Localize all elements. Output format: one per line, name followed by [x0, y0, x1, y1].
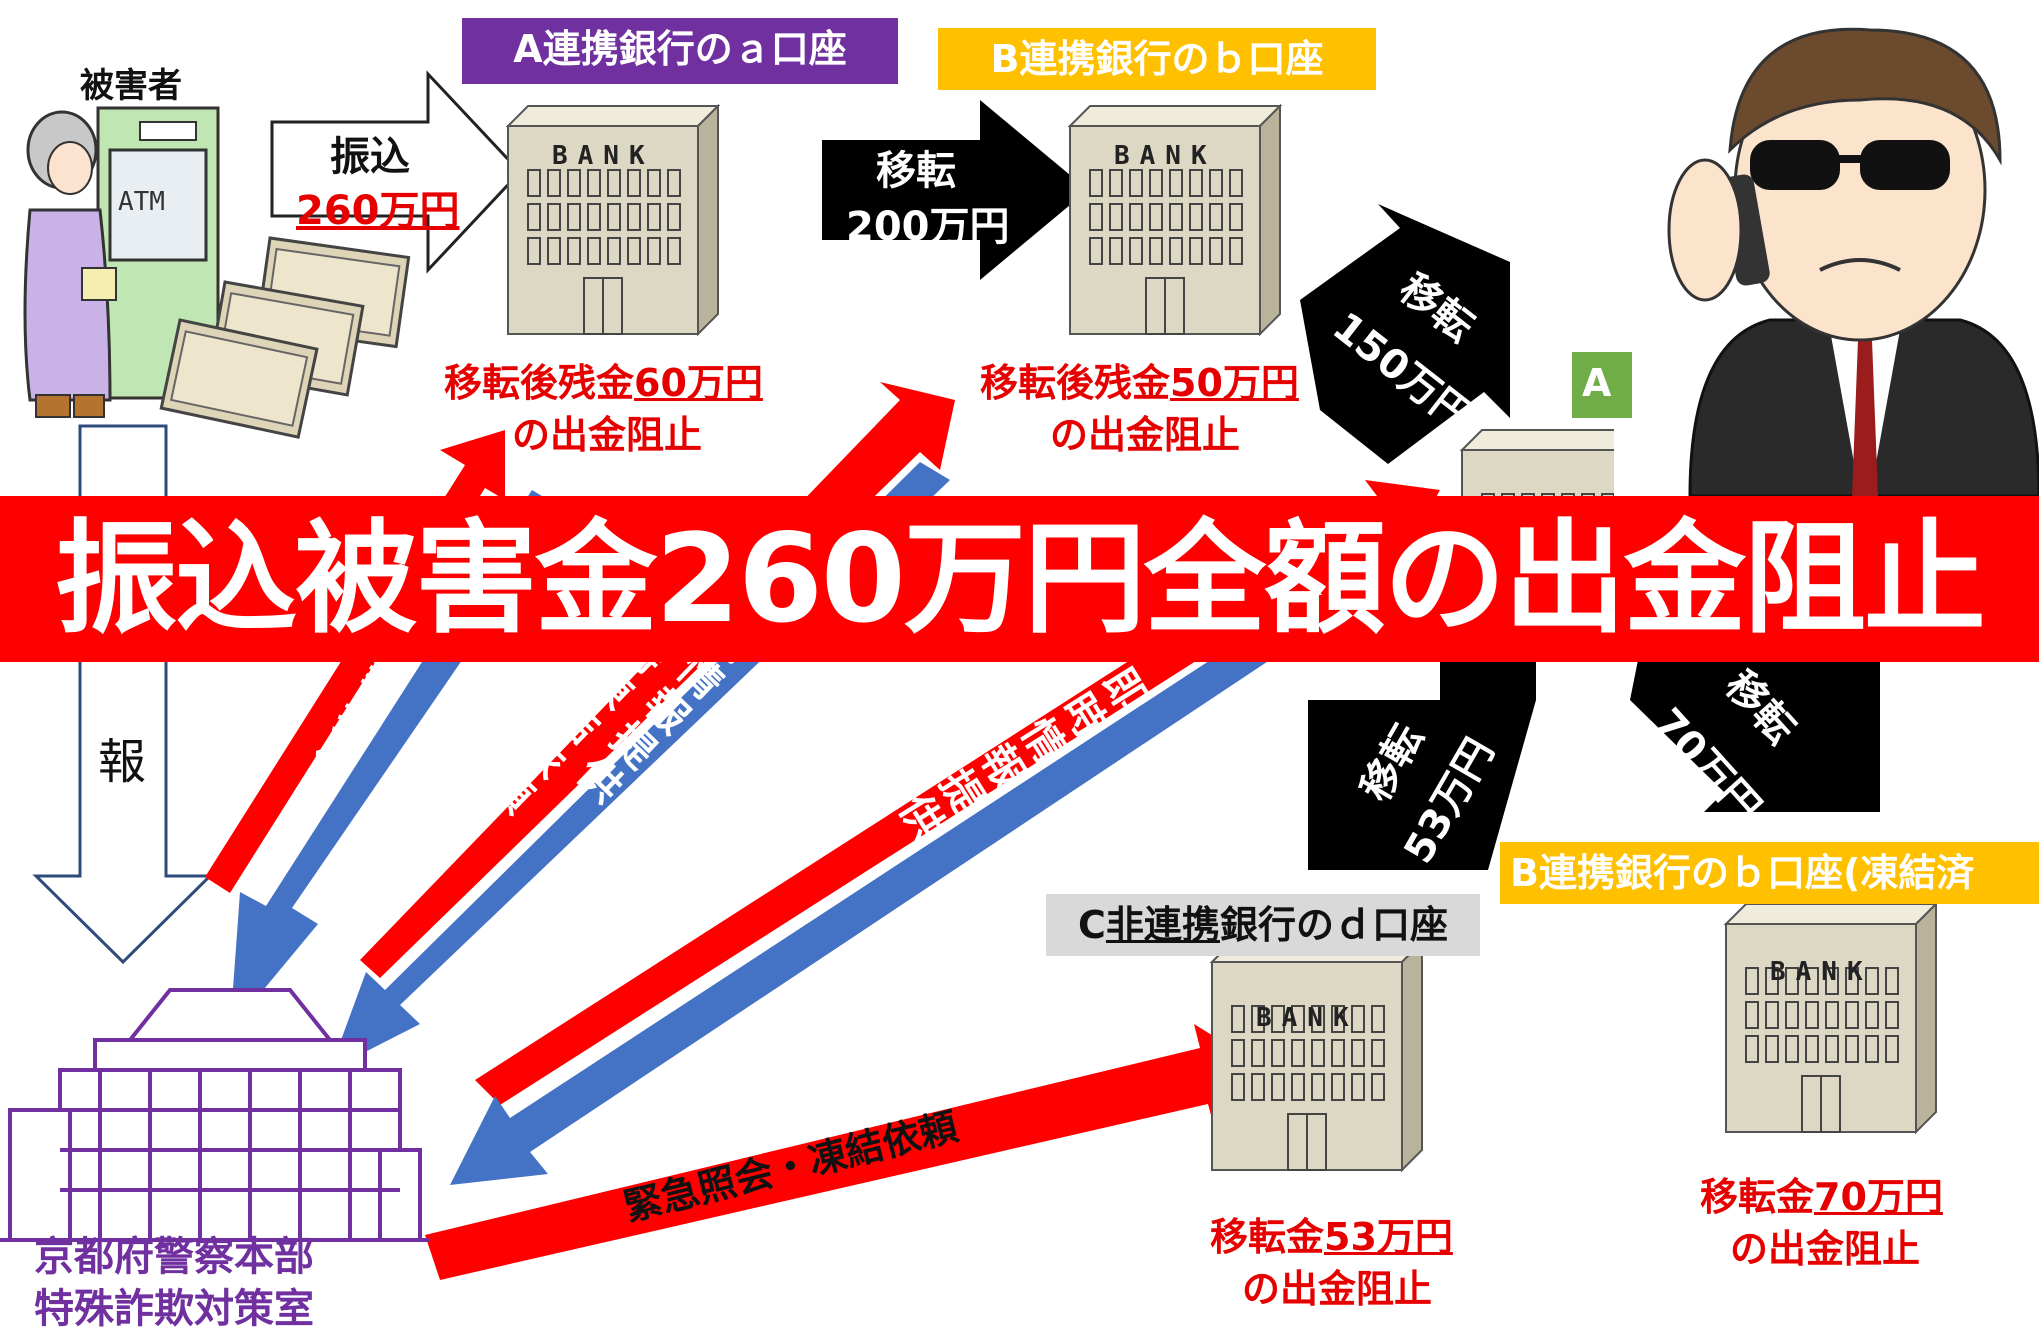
account-d-amount: 移転金53万円	[1210, 1206, 1453, 1261]
account-d-label-under: 非連携	[1105, 903, 1220, 947]
info-arrow-a2	[450, 572, 1360, 1185]
account-b2-amount-prefix: 移転金	[1700, 1175, 1815, 1219]
transfer-arrow	[270, 70, 523, 274]
account-b-block: の出金阻止	[1050, 413, 1241, 457]
account-b2-amount-value: 70万円	[1814, 1175, 1943, 1219]
move-arrows	[822, 100, 1880, 870]
police-label-line2: 特殊詐欺対策室	[34, 1286, 314, 1332]
account-a-balance: 移転後残金60万円	[444, 352, 763, 407]
account-a2-label: A	[1572, 352, 1632, 418]
account-b-balance-amount: 50万円	[1170, 361, 1299, 405]
emergency-arrow	[425, 1024, 1265, 1280]
account-a-balance-prefix: 移転後残金	[444, 361, 635, 405]
account-a-label: A連携銀行のａ口座	[462, 18, 898, 84]
move-arrow-3	[1308, 650, 1536, 870]
move1-amount: 200万円	[846, 204, 1010, 250]
bank-sign-a: BANK	[552, 141, 655, 171]
account-d-amount-prefix: 移転金	[1210, 1215, 1325, 1259]
account-a-block: の出金阻止	[512, 413, 703, 457]
police-hq-illustration	[0, 988, 430, 1242]
transfer-amount: 260万円	[296, 188, 460, 234]
account-d-label-suffix: 銀行のｄ口座	[1219, 903, 1448, 947]
account-b2-amount: 移転金70万円	[1700, 1166, 1943, 1221]
bank-b2	[1725, 903, 1937, 1133]
account-b-label: B連携銀行のｂ口座	[938, 28, 1376, 90]
police-label-line1: 京都府警察本部	[34, 1234, 314, 1280]
account-b2-block: の出金阻止	[1730, 1227, 1921, 1271]
bank-sign-b2: BANK	[1770, 957, 1873, 987]
account-b-balance: 移転後残金50万円	[980, 352, 1299, 407]
account-d-block: の出金阻止	[1242, 1267, 1433, 1311]
account-d-amount-value: 53万円	[1324, 1215, 1453, 1259]
report-label: 報	[98, 734, 147, 790]
account-b2-label: B連携銀行のｂ口座(凍結済	[1500, 842, 2039, 904]
account-a-balance-amount: 60万円	[634, 361, 763, 405]
move1-label: 移転	[876, 148, 956, 194]
bank-sign-d: BANK	[1256, 1003, 1359, 1033]
victim-label: 被害者	[80, 66, 182, 106]
move-arrow-2	[1300, 204, 1510, 464]
atm-text: ATM	[118, 187, 165, 217]
bank-sign-b: BANK	[1114, 141, 1217, 171]
account-d-label: C非連携銀行のｄ口座	[1046, 894, 1480, 956]
fraudster-illustration	[1614, 0, 2039, 498]
result-banner: 振込被害金260万円全額の出金阻止	[0, 496, 2039, 662]
transfer-label: 振込	[330, 134, 410, 180]
account-d-label-prefix: C	[1078, 903, 1106, 947]
victim-illustration: ATM	[23, 106, 220, 418]
bank-d	[1211, 941, 1423, 1171]
account-b-balance-prefix: 移転後残金	[980, 361, 1171, 405]
move-arrow-1	[822, 100, 1088, 280]
money-stacks	[159, 236, 411, 439]
